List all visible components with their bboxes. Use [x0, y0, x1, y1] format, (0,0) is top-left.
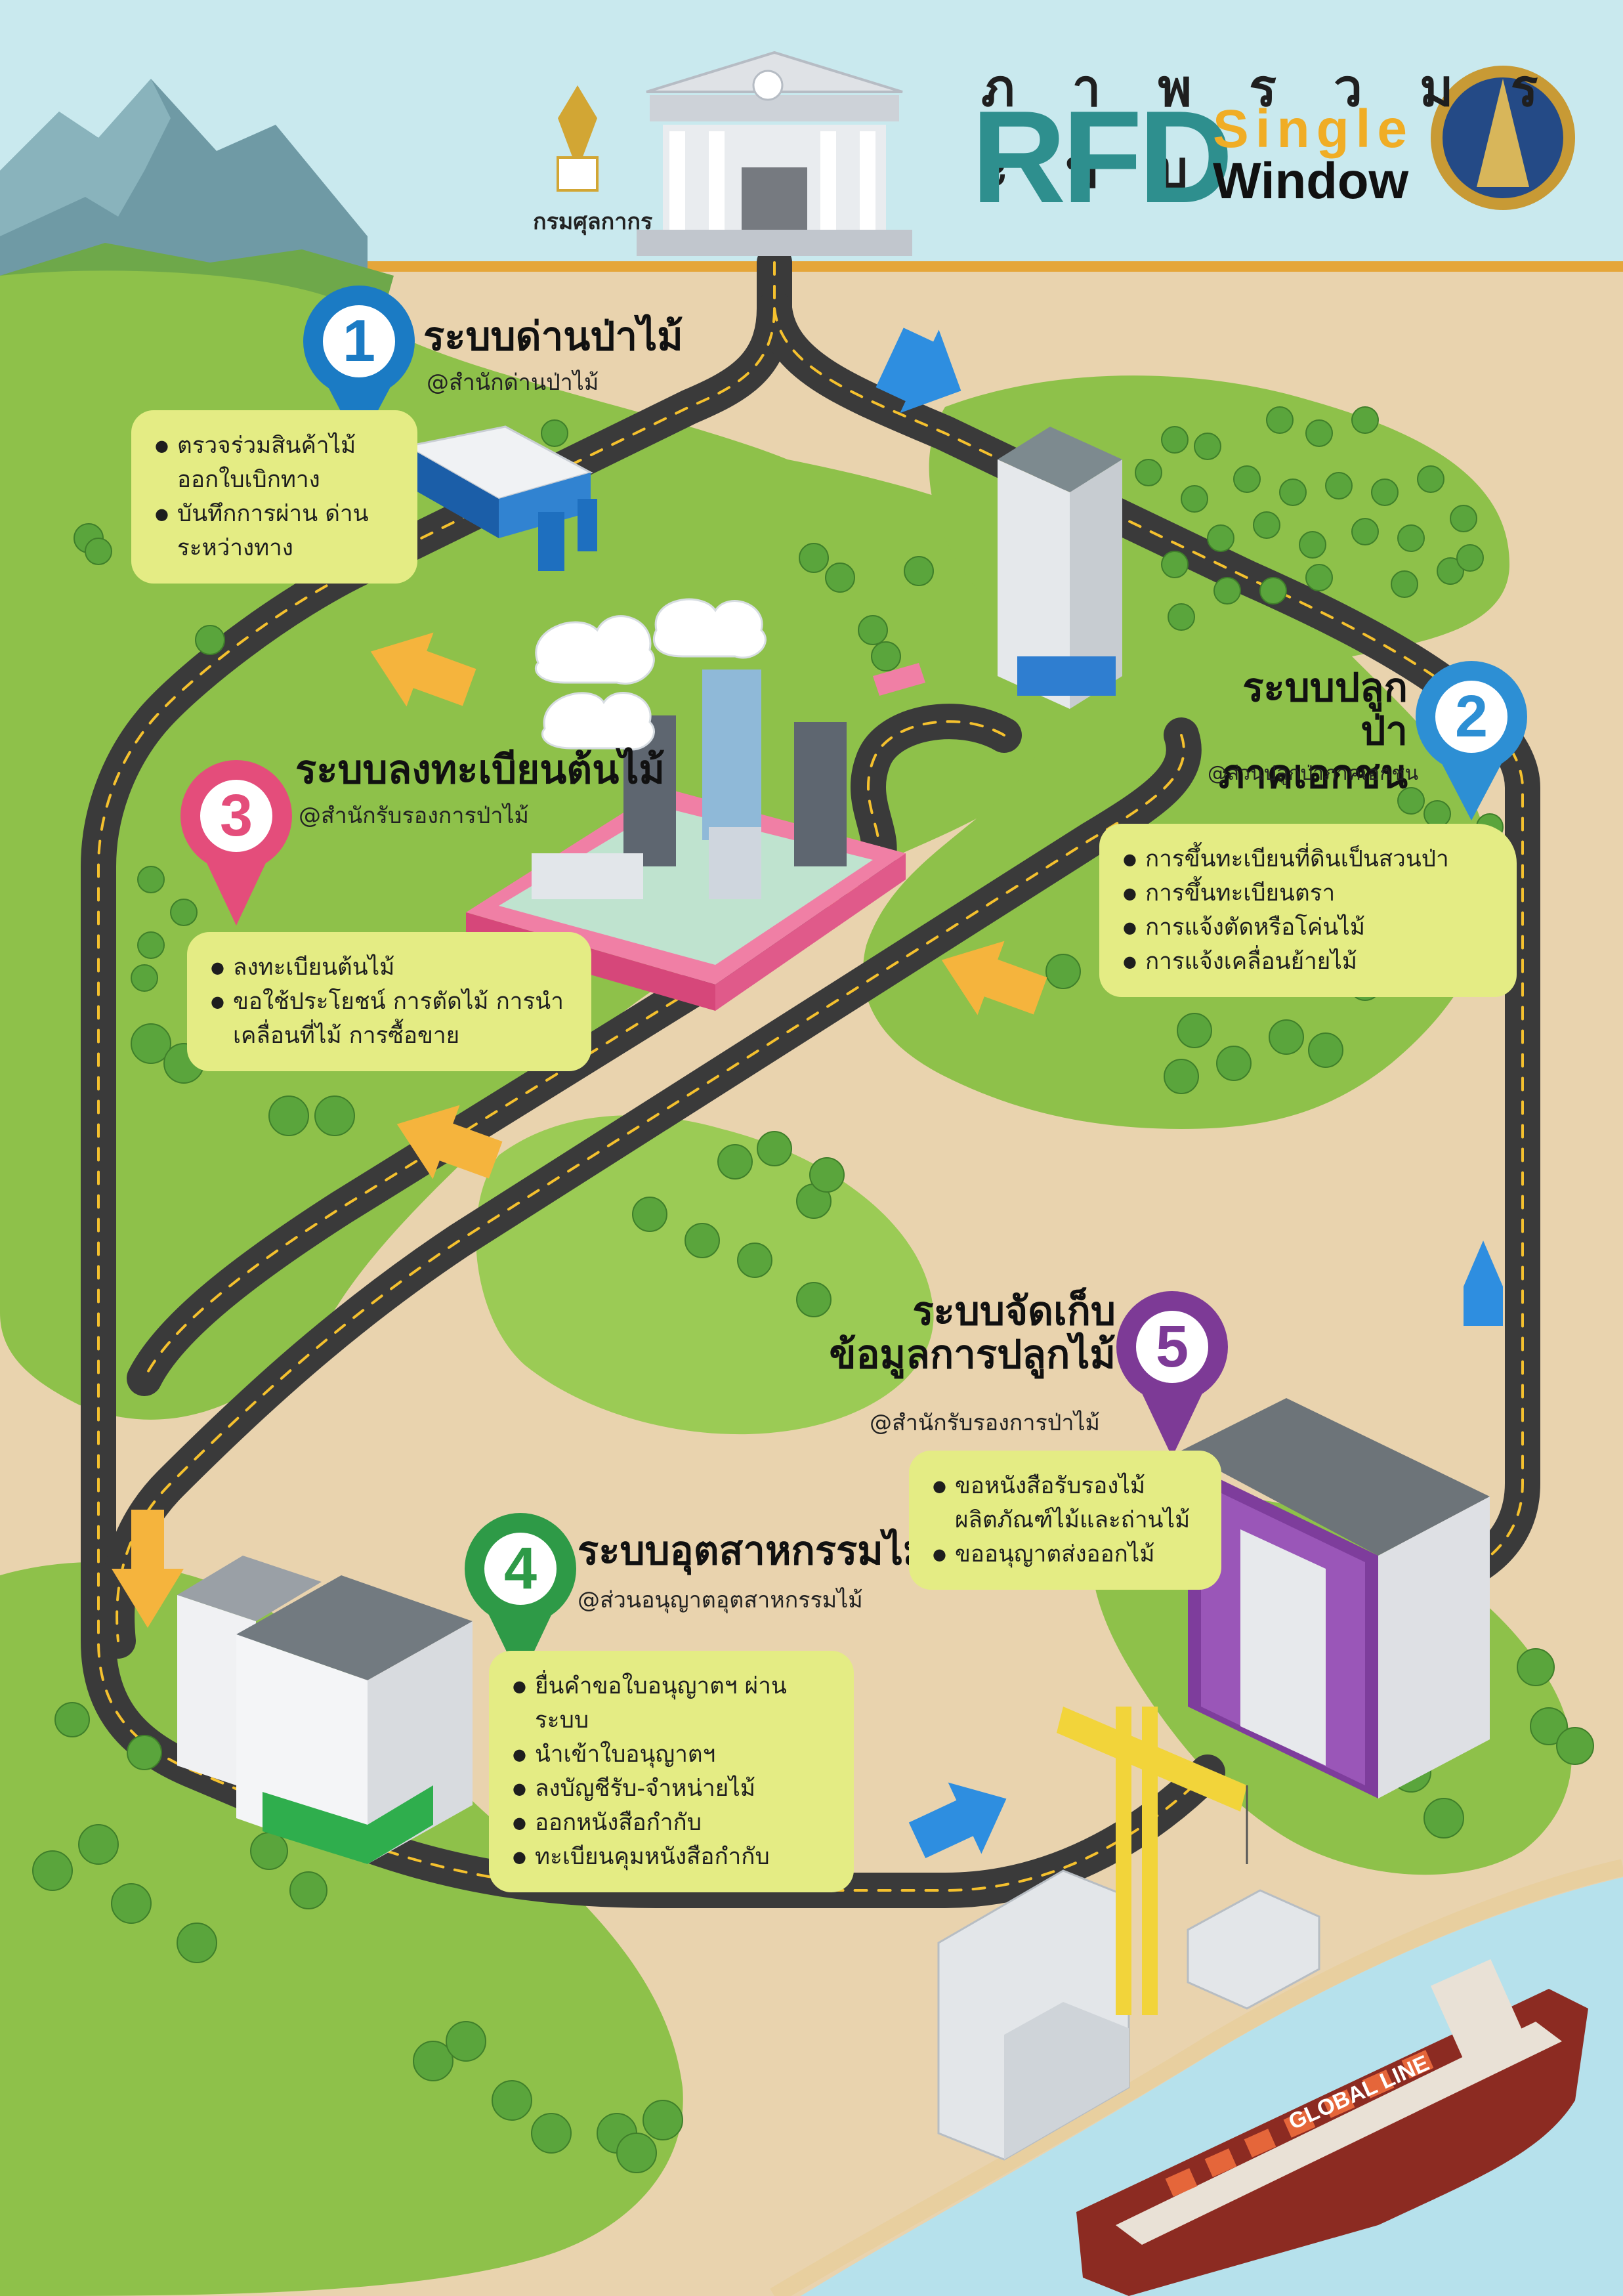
list-item: ลงบัญชีรับ-จำหน่ายไม้ [513, 1772, 830, 1806]
rfd-seal-icon [1431, 66, 1575, 210]
system-3-info-box: ลงทะเบียนต้นไม้ ขอใช้ประโยชน์ การตัดไม้ … [187, 932, 591, 1071]
pin-4-number: 4 [484, 1533, 557, 1605]
list-item: ขอหนังสือรับรองไม้ ผลิตภัณฑ์ไม้และถ่านไม… [933, 1469, 1198, 1537]
list-item: ตรวจร่วมสินค้าไม้ ออกใบเบิกทาง [155, 429, 394, 497]
header-divider [368, 261, 1623, 272]
system-4-subtitle: @ส่วนอนุญาตอุตสาหกรรมไม้ [578, 1587, 863, 1613]
industry-building [177, 1556, 473, 1864]
system-1-title: ระบบด่านป่าไม้ [423, 314, 683, 360]
system-3-title: ระบบลงทะเบียนต้นไม้ [295, 747, 665, 793]
system-1-subtitle: @สำนักด่านป่าไม้ [427, 370, 599, 396]
system-5-title-line1: ระบบจัดเก็บ [912, 1288, 1116, 1334]
list-item: การแจ้งตัดหรือโค่นไม้ [1123, 910, 1493, 945]
pin-3-number: 3 [200, 780, 272, 852]
flow-arrows [112, 328, 1503, 1858]
system-5-info-box: ขอหนังสือรับรองไม้ ผลิตภัณฑ์ไม้และถ่านไม… [909, 1451, 1221, 1590]
list-item: ยื่นคำขอใบอนุญาตฯ ผ่านระบบ [513, 1669, 830, 1737]
list-item: การขึ้นทะเบียนตรา [1123, 876, 1493, 910]
checkpoint-building [404, 425, 597, 571]
port-area [937, 1707, 1588, 2296]
system-5-title: ระบบจัดเก็บ ข้อมูลการปลูกไม้ [814, 1290, 1116, 1376]
customs-building [637, 51, 912, 256]
list-item: บันทึกการผ่าน ด่านระหว่างทาง [155, 497, 394, 565]
system-2-title-line1: ระบบปลูกป่า [1242, 665, 1408, 754]
customs-emblem-icon [557, 85, 599, 192]
list-item: ลงทะเบียนต้นไม้ [211, 950, 568, 985]
system-2-title: ระบบปลูกป่า ภาคเอกชน [1204, 666, 1408, 796]
list-item: การขึ้นทะเบียนที่ดินเป็นสวนป่า [1123, 842, 1493, 876]
list-item: ออกหนังสือกำกับ [513, 1806, 830, 1840]
system-5-subtitle: @สำนักรับรองการป่าไม้ [870, 1410, 1100, 1436]
list-item: นำเข้าใบอนุญาตฯ [513, 1737, 830, 1772]
system-2-subtitle: @ส่วนปลูกป่าภาคเอกชน [1208, 762, 1419, 785]
system-2-info-box: การขึ้นทะเบียนที่ดินเป็นสวนป่า การขึ้นทะ… [1099, 824, 1517, 997]
pin-2-number: 2 [1435, 681, 1507, 753]
system-1-info-box: ตรวจร่วมสินค้าไม้ ออกใบเบิกทาง บันทึกการ… [131, 410, 417, 584]
highrise-building [998, 427, 1122, 709]
list-item: ขออนุญาตส่งออกไม้ [933, 1537, 1198, 1571]
title-single: Single [1213, 99, 1414, 159]
pin-5-number: 5 [1136, 1311, 1208, 1383]
system-5-title-line2: ข้อมูลการปลูกไม้ [829, 1332, 1116, 1378]
system-2-title-line2: ภาคเอกชน [1219, 752, 1408, 797]
system-4-info-box: ยื่นคำขอใบอนุญาตฯ ผ่านระบบ นำเข้าใบอนุญา… [489, 1651, 854, 1892]
pin-1-number: 1 [323, 305, 395, 377]
office-building-purple [1181, 1398, 1490, 1798]
title-rfd: RFD [971, 84, 1233, 230]
title-window: Window [1213, 152, 1409, 209]
list-item: การแจ้งเคลื่อนย้ายไม้ [1123, 945, 1493, 979]
sea-shore [770, 1859, 1623, 2296]
department-label: กรมศุลกากร [533, 209, 653, 235]
system-3-subtitle: @สำนักรับรองการป่าไม้ [299, 803, 529, 829]
list-item: ทะเบียนคุมหนังสือกำกับ [513, 1840, 830, 1874]
title-line1: ภ า พ ร ว ม ร ะ บ บ [981, 59, 1558, 200]
trees [32, 406, 1594, 2173]
list-item: ขอใช้ประโยชน์ การตัดไม้ การนำเคลื่อนที่ไ… [211, 985, 568, 1053]
system-4-title: ระบบอุตสาหกรรมไม้ [578, 1528, 929, 1574]
